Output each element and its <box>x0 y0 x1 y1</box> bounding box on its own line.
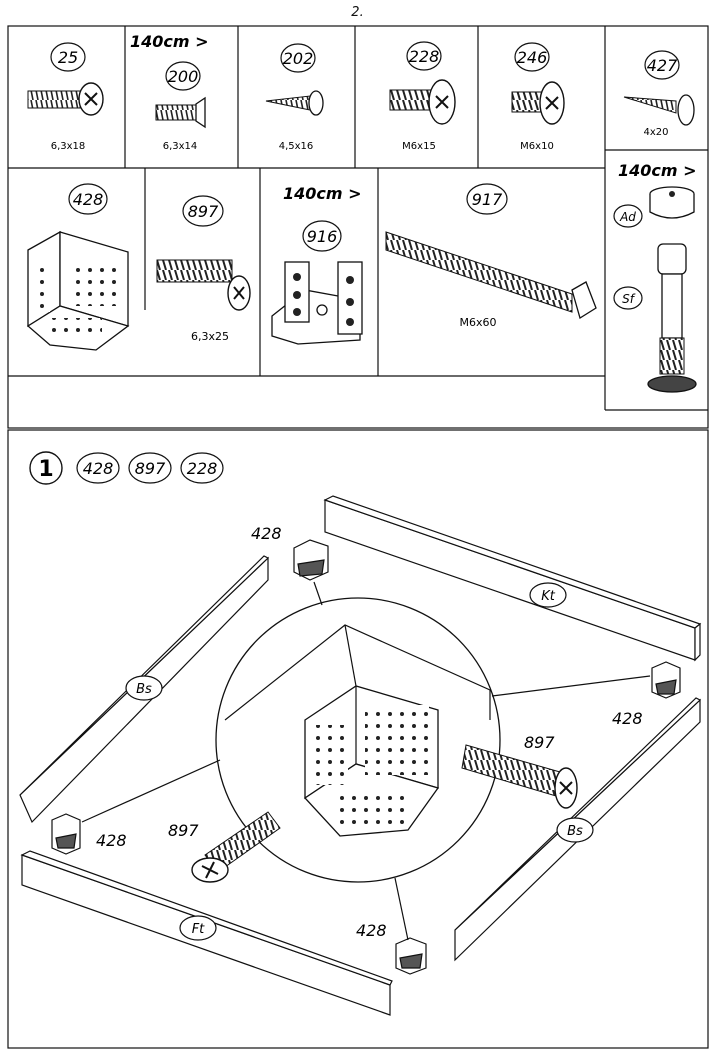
callout-897-left: 897 <box>168 821 199 840</box>
side-part-ad-label: Ad <box>619 210 636 224</box>
panel-label-bs-right: Bs <box>567 824 583 839</box>
hardware-grid <box>7 25 709 429</box>
part-228-id: 228 <box>409 47 440 66</box>
side-parts: 140cm > Ad Sf <box>613 161 697 393</box>
part-916-note: 140cm > <box>283 184 362 203</box>
bracket-428-right <box>651 661 681 699</box>
side-part-sf-label: Sf <box>622 292 636 306</box>
page-number: 2. <box>351 5 364 20</box>
part-25-size: 6,3x18 <box>51 141 86 152</box>
part-200-note: 140cm > <box>130 32 209 51</box>
part-246: 246 M6x10 <box>511 42 565 152</box>
callout-428-top: 428 <box>251 524 282 543</box>
leader-lines <box>81 581 651 941</box>
part-228: 228 M6x15 <box>389 41 456 152</box>
panel-back-top <box>323 495 702 662</box>
part-916-id: 916 <box>307 227 338 246</box>
part-897-size: 6,3x25 <box>191 330 229 343</box>
step-part-428: 428 <box>83 459 114 478</box>
callout-428-right: 428 <box>612 709 643 728</box>
screw-897-right <box>461 744 578 809</box>
part-246-id: 246 <box>517 48 548 67</box>
bracket-428-left <box>51 813 81 855</box>
screw-897-left <box>191 811 281 883</box>
part-246-size: M6x10 <box>520 141 554 152</box>
callout-428-left: 428 <box>96 831 127 850</box>
part-202-id: 202 <box>283 49 314 68</box>
part-200-id: 200 <box>168 67 199 86</box>
part-917-id: 917 <box>472 190 503 209</box>
bracket-428-top <box>293 539 329 581</box>
step-part-897: 897 <box>135 459 166 478</box>
step-header: 1 428 897 228 <box>29 451 224 485</box>
part-25: 25 6,3x18 <box>27 42 104 152</box>
part-916: 140cm > 916 <box>271 184 363 345</box>
part-427-size: 4x20 <box>643 127 668 138</box>
part-202-size: 4,5x16 <box>279 141 314 152</box>
callout-897-right: 897 <box>524 733 555 752</box>
part-428-id: 428 <box>73 190 104 209</box>
panel-label-ft: Ft <box>192 922 205 937</box>
bracket-428-bottom <box>395 937 427 975</box>
part-427: 427 4x20 <box>623 50 695 138</box>
part-202: 202 4,5x16 <box>265 43 324 152</box>
part-25-id: 25 <box>58 48 78 67</box>
part-897: 897 6,3x25 <box>156 195 251 343</box>
part-897-id: 897 <box>188 202 219 221</box>
step-part-228: 228 <box>187 459 218 478</box>
side-parts-note: 140cm > <box>618 161 697 180</box>
detail-magnifier <box>215 597 501 883</box>
part-200: 140cm > 200 6,3x14 <box>130 32 209 152</box>
part-917-size: M6x60 <box>460 316 497 329</box>
callout-428-bottom: 428 <box>356 921 387 940</box>
part-917: 917 M6x60 <box>385 183 597 329</box>
part-427-id: 427 <box>647 56 678 75</box>
part-228-size: M6x15 <box>402 141 436 152</box>
panel-label-kt: Kt <box>541 589 556 604</box>
step-frame <box>7 429 709 1049</box>
part-428: 428 <box>26 183 130 351</box>
panel-label-bs-left: Bs <box>136 682 152 697</box>
step-number: 1 <box>38 457 53 482</box>
part-200-size: 6,3x14 <box>163 141 198 152</box>
